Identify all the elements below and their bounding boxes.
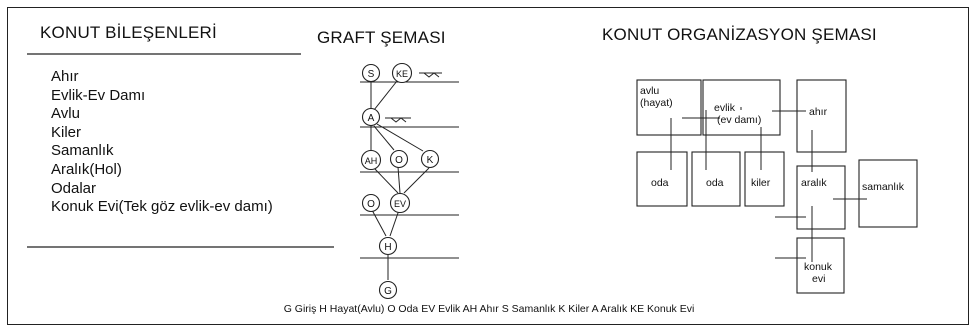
abbreviation-legend: G Giriş H Hayat(Avlu) O Oda EV Evlik AH …	[283, 303, 695, 315]
org-box-samanlik	[858, 159, 918, 228]
org-label-evi: evi	[812, 273, 825, 285]
graph-node-ke-label: KE	[396, 69, 408, 79]
org-label-ev-dami: (ev damı)	[717, 114, 761, 126]
components-list: Ahır Evlik-Ev Damı Avlu Kiler Samanlık A…	[51, 68, 273, 217]
org-box-kiler	[744, 151, 785, 207]
component-item: Avlu	[51, 105, 80, 123]
diagram-frame	[7, 7, 969, 325]
org-label-aralik: aralık	[801, 177, 827, 189]
component-item: Evlik-Ev Damı	[51, 86, 146, 104]
org-label-ahir: ahır	[809, 106, 828, 118]
org-box-oda2	[691, 151, 741, 207]
org-box-avlu	[636, 79, 702, 136]
org-label-konuk: konuk	[804, 261, 833, 273]
graph-node-o1-label: O	[395, 155, 403, 166]
org-box-evlik	[702, 79, 781, 136]
graph-node-g	[378, 280, 398, 300]
component-item: Aralık(Hol)	[51, 160, 122, 178]
org-label-samanlik: samanlık	[862, 181, 905, 193]
graph-node-ke	[391, 62, 413, 84]
graph-node-ah-label: AH	[365, 156, 378, 166]
graph-node-a	[361, 107, 381, 127]
org-label-kiler: kiler	[751, 177, 771, 189]
org-label-evlik: evlik	[714, 102, 736, 114]
graph-node-k	[420, 149, 440, 169]
organization-heading: KONUT ORGANİZASYON ŞEMASI	[602, 25, 877, 44]
graph-node-s	[361, 63, 381, 83]
component-item: Kiler	[51, 123, 82, 141]
graph-node-a-label: A	[368, 113, 375, 124]
component-item: Ahır	[51, 68, 79, 85]
components-heading: KONUT BİLEŞENLERİ	[40, 23, 217, 42]
graph-node-o2	[361, 193, 381, 213]
graph-node-o1	[389, 149, 409, 169]
org-label-oda1: oda	[651, 177, 669, 189]
org-box-konuk	[796, 237, 845, 294]
org-label-avlu: avlu	[640, 85, 659, 97]
graph-node-g-label: G	[384, 286, 392, 297]
graph-heading: GRAFT ŞEMASI	[317, 28, 446, 47]
graph-node-h-label: H	[384, 242, 391, 253]
component-item: Odalar	[51, 179, 97, 197]
graph-node-ah	[360, 149, 382, 171]
org-connectors	[670, 107, 867, 262]
graph-node-o2-label: O	[367, 199, 375, 210]
org-label-oda2: oda	[706, 177, 724, 189]
org-box-aralik	[796, 165, 846, 230]
graph-node-h	[378, 236, 398, 256]
graph-lines	[360, 72, 459, 280]
org-label-hayat: (hayat)	[640, 97, 673, 109]
graph-node-s-label: S	[368, 69, 375, 80]
org-box-oda1	[636, 151, 688, 207]
graph-node-ev	[389, 192, 411, 214]
org-box-ahir	[796, 79, 847, 153]
component-item: Samanlık	[51, 142, 114, 160]
graph-node-k-label: K	[427, 155, 434, 166]
graph-node-ev-label: EV	[394, 199, 406, 209]
component-item: Konuk Evi(Tek göz evlik-ev damı)	[51, 198, 273, 216]
